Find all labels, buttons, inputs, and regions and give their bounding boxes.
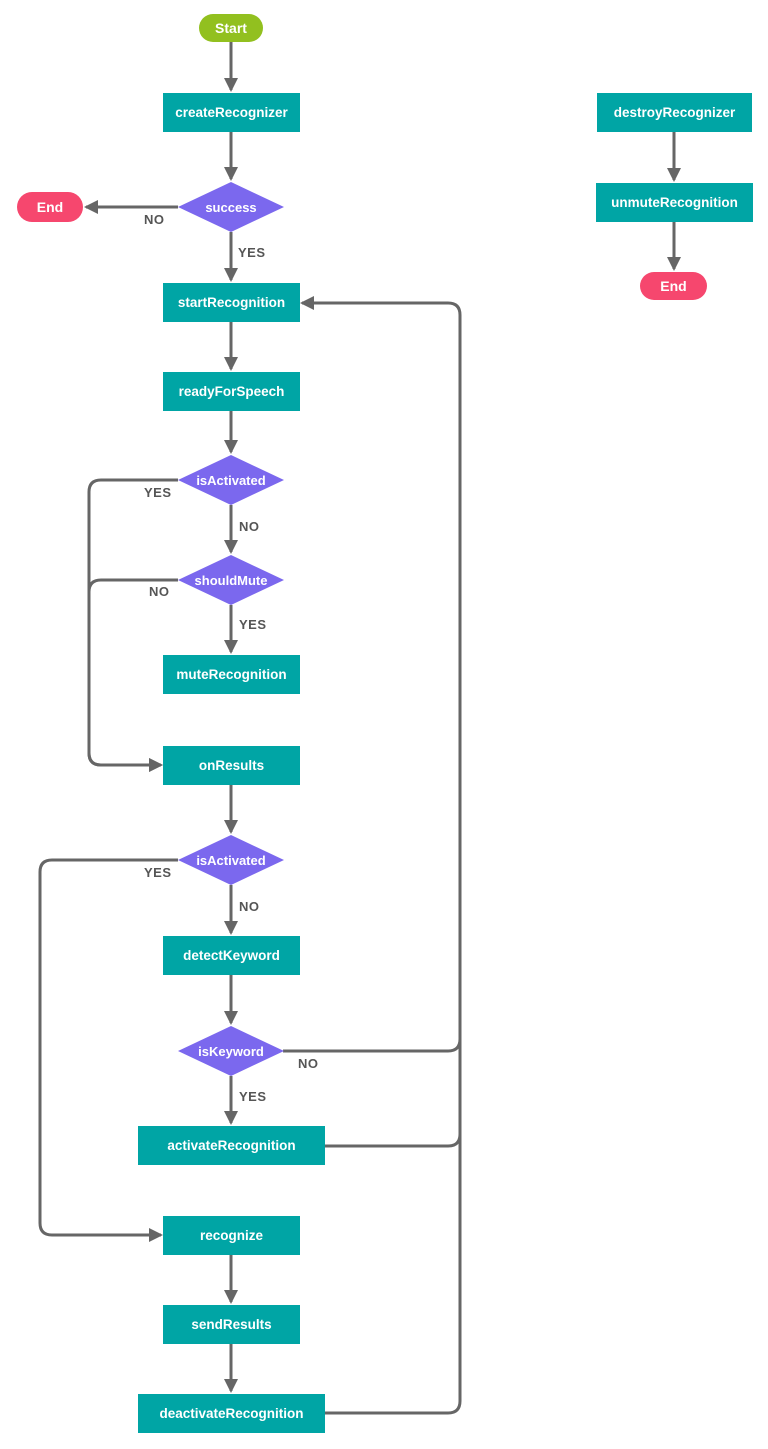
node-recognize: recognize bbox=[163, 1216, 300, 1255]
node-mute-recognition: muteRecognition bbox=[163, 655, 300, 694]
node-destroy-recognizer: destroyRecognizer bbox=[597, 93, 752, 132]
edge-label-should-mute-no: NO bbox=[148, 584, 171, 599]
edge-label-is-activated2-yes: YES bbox=[143, 865, 173, 880]
node-on-results: onResults bbox=[163, 746, 300, 785]
edge-label-success-yes: YES bbox=[237, 245, 267, 260]
edge-label-is-keyword-no: NO bbox=[297, 1056, 320, 1071]
node-unmute-recognition: unmuteRecognition bbox=[596, 183, 753, 222]
node-deactivate-recognition: deactivateRecognition bbox=[138, 1394, 325, 1433]
node-ready-for-speech: readyForSpeech bbox=[163, 372, 300, 411]
node-create-recognizer: createRecognizer bbox=[163, 93, 300, 132]
node-activate-recognition: activateRecognition bbox=[138, 1126, 325, 1165]
node-detect-keyword: detectKeyword bbox=[163, 936, 300, 975]
edge-shouldMute-no-onResults bbox=[87, 578, 178, 772]
edge-activateRecognition-loop bbox=[325, 1125, 462, 1148]
edge-isActivated1-yes-onResults bbox=[87, 478, 178, 772]
edge-label-success-no: NO bbox=[143, 212, 166, 227]
edge-label-is-activated1-yes: YES bbox=[143, 485, 173, 500]
edge-isActivated2-yes-recognize bbox=[38, 858, 178, 1242]
node-send-results: sendResults bbox=[163, 1305, 300, 1344]
edge-label-is-keyword-yes: YES bbox=[238, 1089, 268, 1104]
node-start-recognition: startRecognition bbox=[163, 283, 300, 322]
node-end-left: End bbox=[17, 192, 83, 222]
edge-label-should-mute-yes: YES bbox=[238, 617, 268, 632]
edge-deactivateRecognition-loop-startRecognition bbox=[300, 296, 462, 1415]
node-start: Start bbox=[199, 14, 263, 42]
edge-label-is-activated1-no: NO bbox=[238, 519, 261, 534]
node-end-right: End bbox=[640, 272, 707, 300]
edge-label-is-activated2-no: NO bbox=[238, 899, 261, 914]
edge-isKeyword-no-loop bbox=[283, 1030, 462, 1053]
